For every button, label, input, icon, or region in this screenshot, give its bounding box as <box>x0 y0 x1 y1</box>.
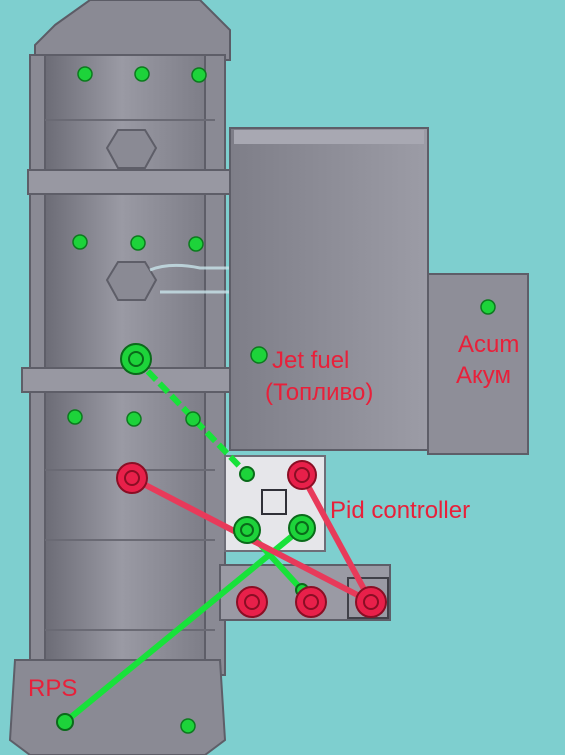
accumulator <box>427 273 529 455</box>
label-rps: RPS <box>28 675 78 702</box>
node-green[interactable] <box>72 234 88 250</box>
fuel-tank <box>229 127 429 451</box>
node-green-ring[interactable] <box>120 343 152 375</box>
pid-port-box <box>347 577 389 619</box>
node-red-ring[interactable] <box>295 586 327 618</box>
node-green[interactable] <box>191 67 207 83</box>
node-green-ring[interactable] <box>56 713 74 731</box>
wire-green-rps <box>63 525 304 725</box>
engine-frame-left <box>29 54 47 676</box>
engine-hex-bolt-1 <box>105 129 158 169</box>
node-red-ring[interactable] <box>287 460 317 490</box>
label-acum-ru: Акум <box>456 362 512 389</box>
wire-red-2 <box>299 473 374 604</box>
node-red-ring[interactable] <box>236 586 268 618</box>
node-green[interactable] <box>126 411 142 427</box>
node-green[interactable] <box>188 236 204 252</box>
green-nodes <box>67 66 496 734</box>
engine-ring-1 <box>27 169 234 195</box>
node-green-ring[interactable] <box>288 514 316 542</box>
fuel-tank-body <box>229 127 429 451</box>
label-jet-fuel: Jet fuel <box>272 347 350 374</box>
node-green[interactable] <box>134 66 150 82</box>
node-green[interactable] <box>130 235 146 251</box>
label-acum: Acum <box>458 331 520 358</box>
fuel-tank-lid <box>234 130 424 144</box>
node-green[interactable] <box>480 299 496 315</box>
node-green[interactable] <box>67 409 83 425</box>
node-green-ring[interactable] <box>239 466 255 482</box>
node-green-ring[interactable] <box>233 516 261 544</box>
node-red-ring[interactable] <box>116 462 148 494</box>
red-ring-nodes <box>116 460 387 618</box>
node-green[interactable] <box>180 718 196 734</box>
node-green[interactable] <box>250 346 268 364</box>
red-ring-inner <box>124 467 379 610</box>
node-red-ring[interactable] <box>355 586 387 618</box>
pid-chip <box>261 489 287 515</box>
engine-nozzle <box>8 659 227 755</box>
node-green[interactable] <box>185 411 201 427</box>
green-ring-inner <box>128 351 309 537</box>
accumulator-body <box>427 273 529 455</box>
node-green[interactable] <box>77 66 93 82</box>
engine-top-cap <box>34 0 231 61</box>
label-jet-fuel-ru: (Топливо) <box>265 379 374 406</box>
engine-hex-bolt-2 <box>105 261 158 301</box>
label-pid-controller: Pid controller <box>330 497 471 524</box>
